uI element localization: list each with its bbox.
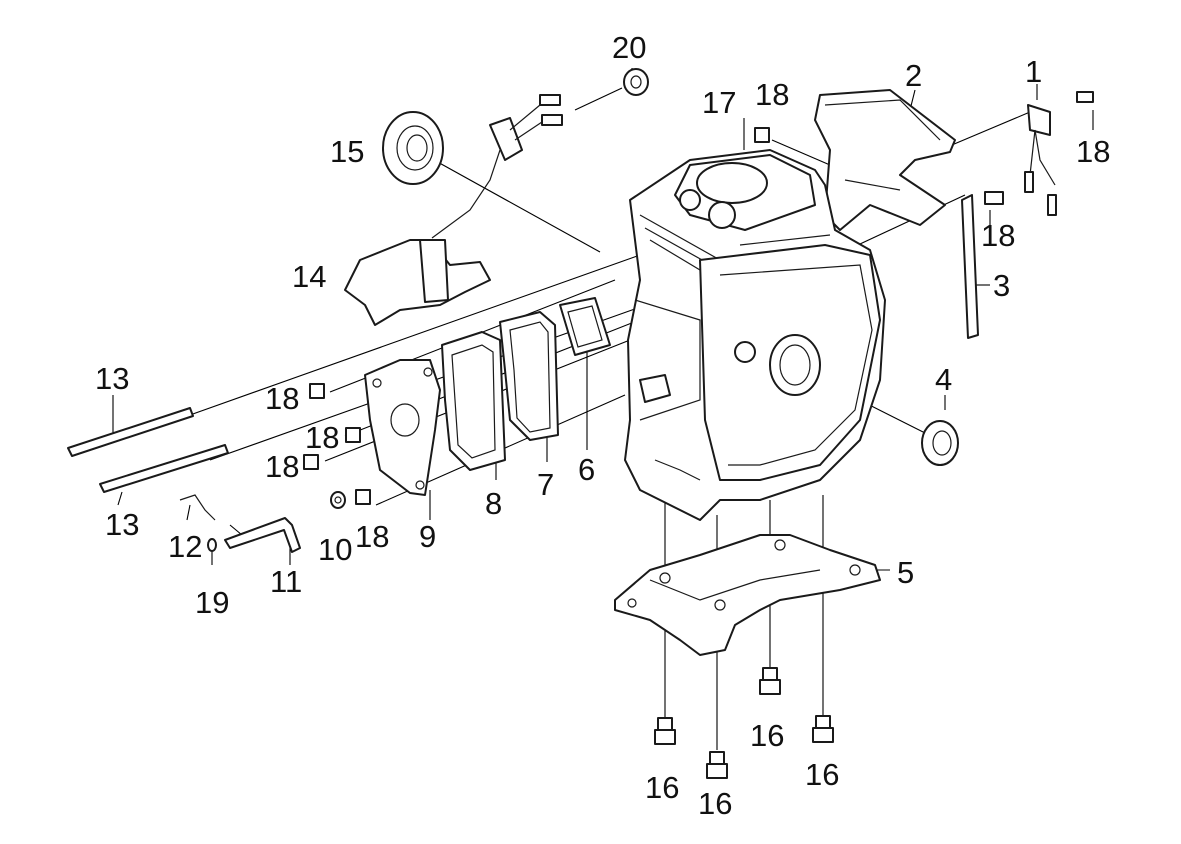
label-13-bottom: 13 (105, 507, 139, 542)
bolts-18 (303, 127, 1004, 505)
label-18-shroud: 18 (981, 218, 1015, 253)
label-18-b: 18 (305, 420, 339, 455)
part-8-gasket (441, 331, 506, 471)
label-16-b: 16 (698, 786, 732, 821)
parts-11-12-19 (179, 494, 301, 553)
part-14-sensor-bracket (344, 94, 563, 326)
part-2-shroud (814, 89, 956, 231)
part-6-gasket (559, 297, 611, 356)
bolts-16 (654, 667, 834, 779)
part-10-nut (330, 491, 346, 509)
label-16-a: 16 (645, 770, 679, 805)
label-7: 7 (537, 467, 554, 502)
label-6: 6 (578, 452, 595, 487)
label-19: 19 (195, 585, 229, 620)
label-15: 15 (330, 134, 364, 169)
part-15-bearing (382, 111, 444, 185)
part-9-cover-plate (364, 359, 441, 496)
label-12: 12 (168, 529, 202, 564)
label-1: 1 (1025, 54, 1042, 89)
label-8: 8 (485, 486, 502, 521)
label-9: 9 (419, 519, 436, 554)
label-13-top: 13 (95, 361, 129, 396)
label-18-c: 18 (265, 449, 299, 484)
label-20: 20 (612, 30, 646, 65)
label-18-a: 18 (265, 381, 299, 416)
label-14: 14 (292, 259, 326, 294)
part-7-gasket (499, 311, 559, 441)
label-10: 10 (318, 532, 352, 567)
part-4-oil-seal (921, 420, 959, 466)
label-16-c: 16 (750, 718, 784, 753)
label-18-d: 18 (355, 519, 389, 554)
part-3-dipstick (961, 194, 979, 339)
label-4: 4 (935, 362, 952, 397)
label-2: 2 (905, 58, 922, 93)
label-16-d: 16 (805, 757, 839, 792)
label-17: 17 (702, 85, 736, 120)
label-3: 3 (993, 268, 1010, 303)
label-18-right: 18 (1076, 134, 1110, 169)
label-11: 11 (270, 564, 302, 599)
label-5: 5 (897, 555, 914, 590)
part-1-sensor (1024, 91, 1094, 216)
part-5-base-plate (614, 534, 881, 656)
leader-lines (112, 68, 1094, 750)
label-18-top: 18 (755, 77, 789, 112)
part-20-washer (623, 68, 649, 96)
callout-labels: 1 2 3 4 5 6 7 8 9 10 11 12 13 13 14 15 1… (95, 30, 1110, 821)
part-17-crankcase (624, 149, 886, 521)
part-13-studs (67, 407, 229, 493)
